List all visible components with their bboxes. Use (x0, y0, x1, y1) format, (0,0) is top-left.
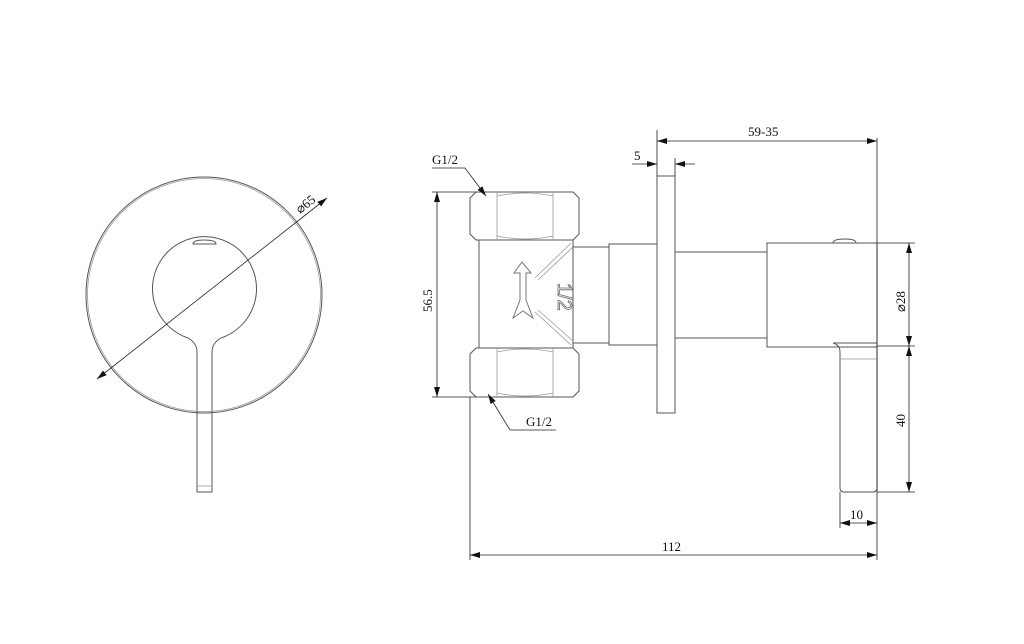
valve-stem (573, 246, 609, 344)
valve-collar (608, 243, 658, 346)
indicator-knob (192, 239, 217, 245)
top-inlet-nut (469, 191, 580, 241)
plate-thickness-label: 5 (634, 148, 641, 163)
handle-width-label: 10 (850, 507, 863, 522)
front-view: ⌀65 (85, 176, 328, 493)
bottom-inlet-label: G1/2 (526, 414, 552, 429)
bottom-inlet-nut (469, 347, 580, 398)
top-inlet-label: G1/2 (432, 152, 458, 167)
side-view: 1/2 59-35 5 56.5 G1/2 (420, 124, 915, 560)
handle-length-label: 40 (893, 414, 908, 427)
body-casting-lines (534, 242, 574, 346)
valve-body (478, 240, 574, 348)
lever-handle-front (152, 236, 257, 493)
handle-body (766, 242, 878, 348)
wall-plate (656, 175, 676, 414)
handle-indicator-knob (832, 238, 857, 244)
diameter-dimension-line (96, 197, 328, 380)
height-label: 56.5 (420, 289, 435, 312)
adjust-range-label: 59-35 (748, 124, 778, 139)
flow-arrow-icon (511, 261, 535, 320)
lever-handle-side (832, 342, 878, 493)
handle-sleeve (675, 251, 767, 339)
dimensions: 59-35 5 56.5 G1/2 G1/2 ⌀28 40 (420, 124, 915, 560)
handle-diameter-label: ⌀28 (893, 291, 908, 312)
overall-length-label: 112 (662, 539, 681, 554)
body-embossed-size: 1/2 (553, 283, 575, 311)
diameter-65-label: ⌀65 (293, 192, 319, 217)
